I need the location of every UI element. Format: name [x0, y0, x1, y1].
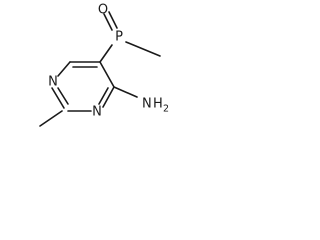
bond-p-methyl [125, 41, 161, 57]
amine-subscript-label: 2 [163, 104, 169, 115]
bond-n1-c6 [57, 61, 71, 77]
bond-c4-n3 [102, 86, 115, 108]
bond-p-o-left [103, 13, 113, 31]
bond-c5-p [99, 44, 113, 63]
bond-c2-n1 [51, 87, 65, 109]
pyrimidine-phosphine-oxide-structure: O P N N N H 2 [39, 3, 169, 127]
bond-c2-methyl [39, 110, 63, 127]
bond-c2-n1-inner [57, 87, 69, 105]
bond-c5-c4 [99, 61, 115, 88]
phosphorus-atom-label: P [115, 30, 123, 45]
bond-c4-n3-inner [98, 87, 109, 105]
amine-hydrogen-label: H [153, 97, 163, 112]
ring-nitrogen-top-label: N [48, 75, 58, 90]
amine-nitrogen-label: N [142, 97, 152, 112]
oxygen-atom-label: O [98, 3, 108, 18]
bond-c4-amine [113, 86, 138, 98]
ring-nitrogen-bottom-label: N [92, 105, 102, 120]
bond-p-o-right [108, 11, 118, 29]
